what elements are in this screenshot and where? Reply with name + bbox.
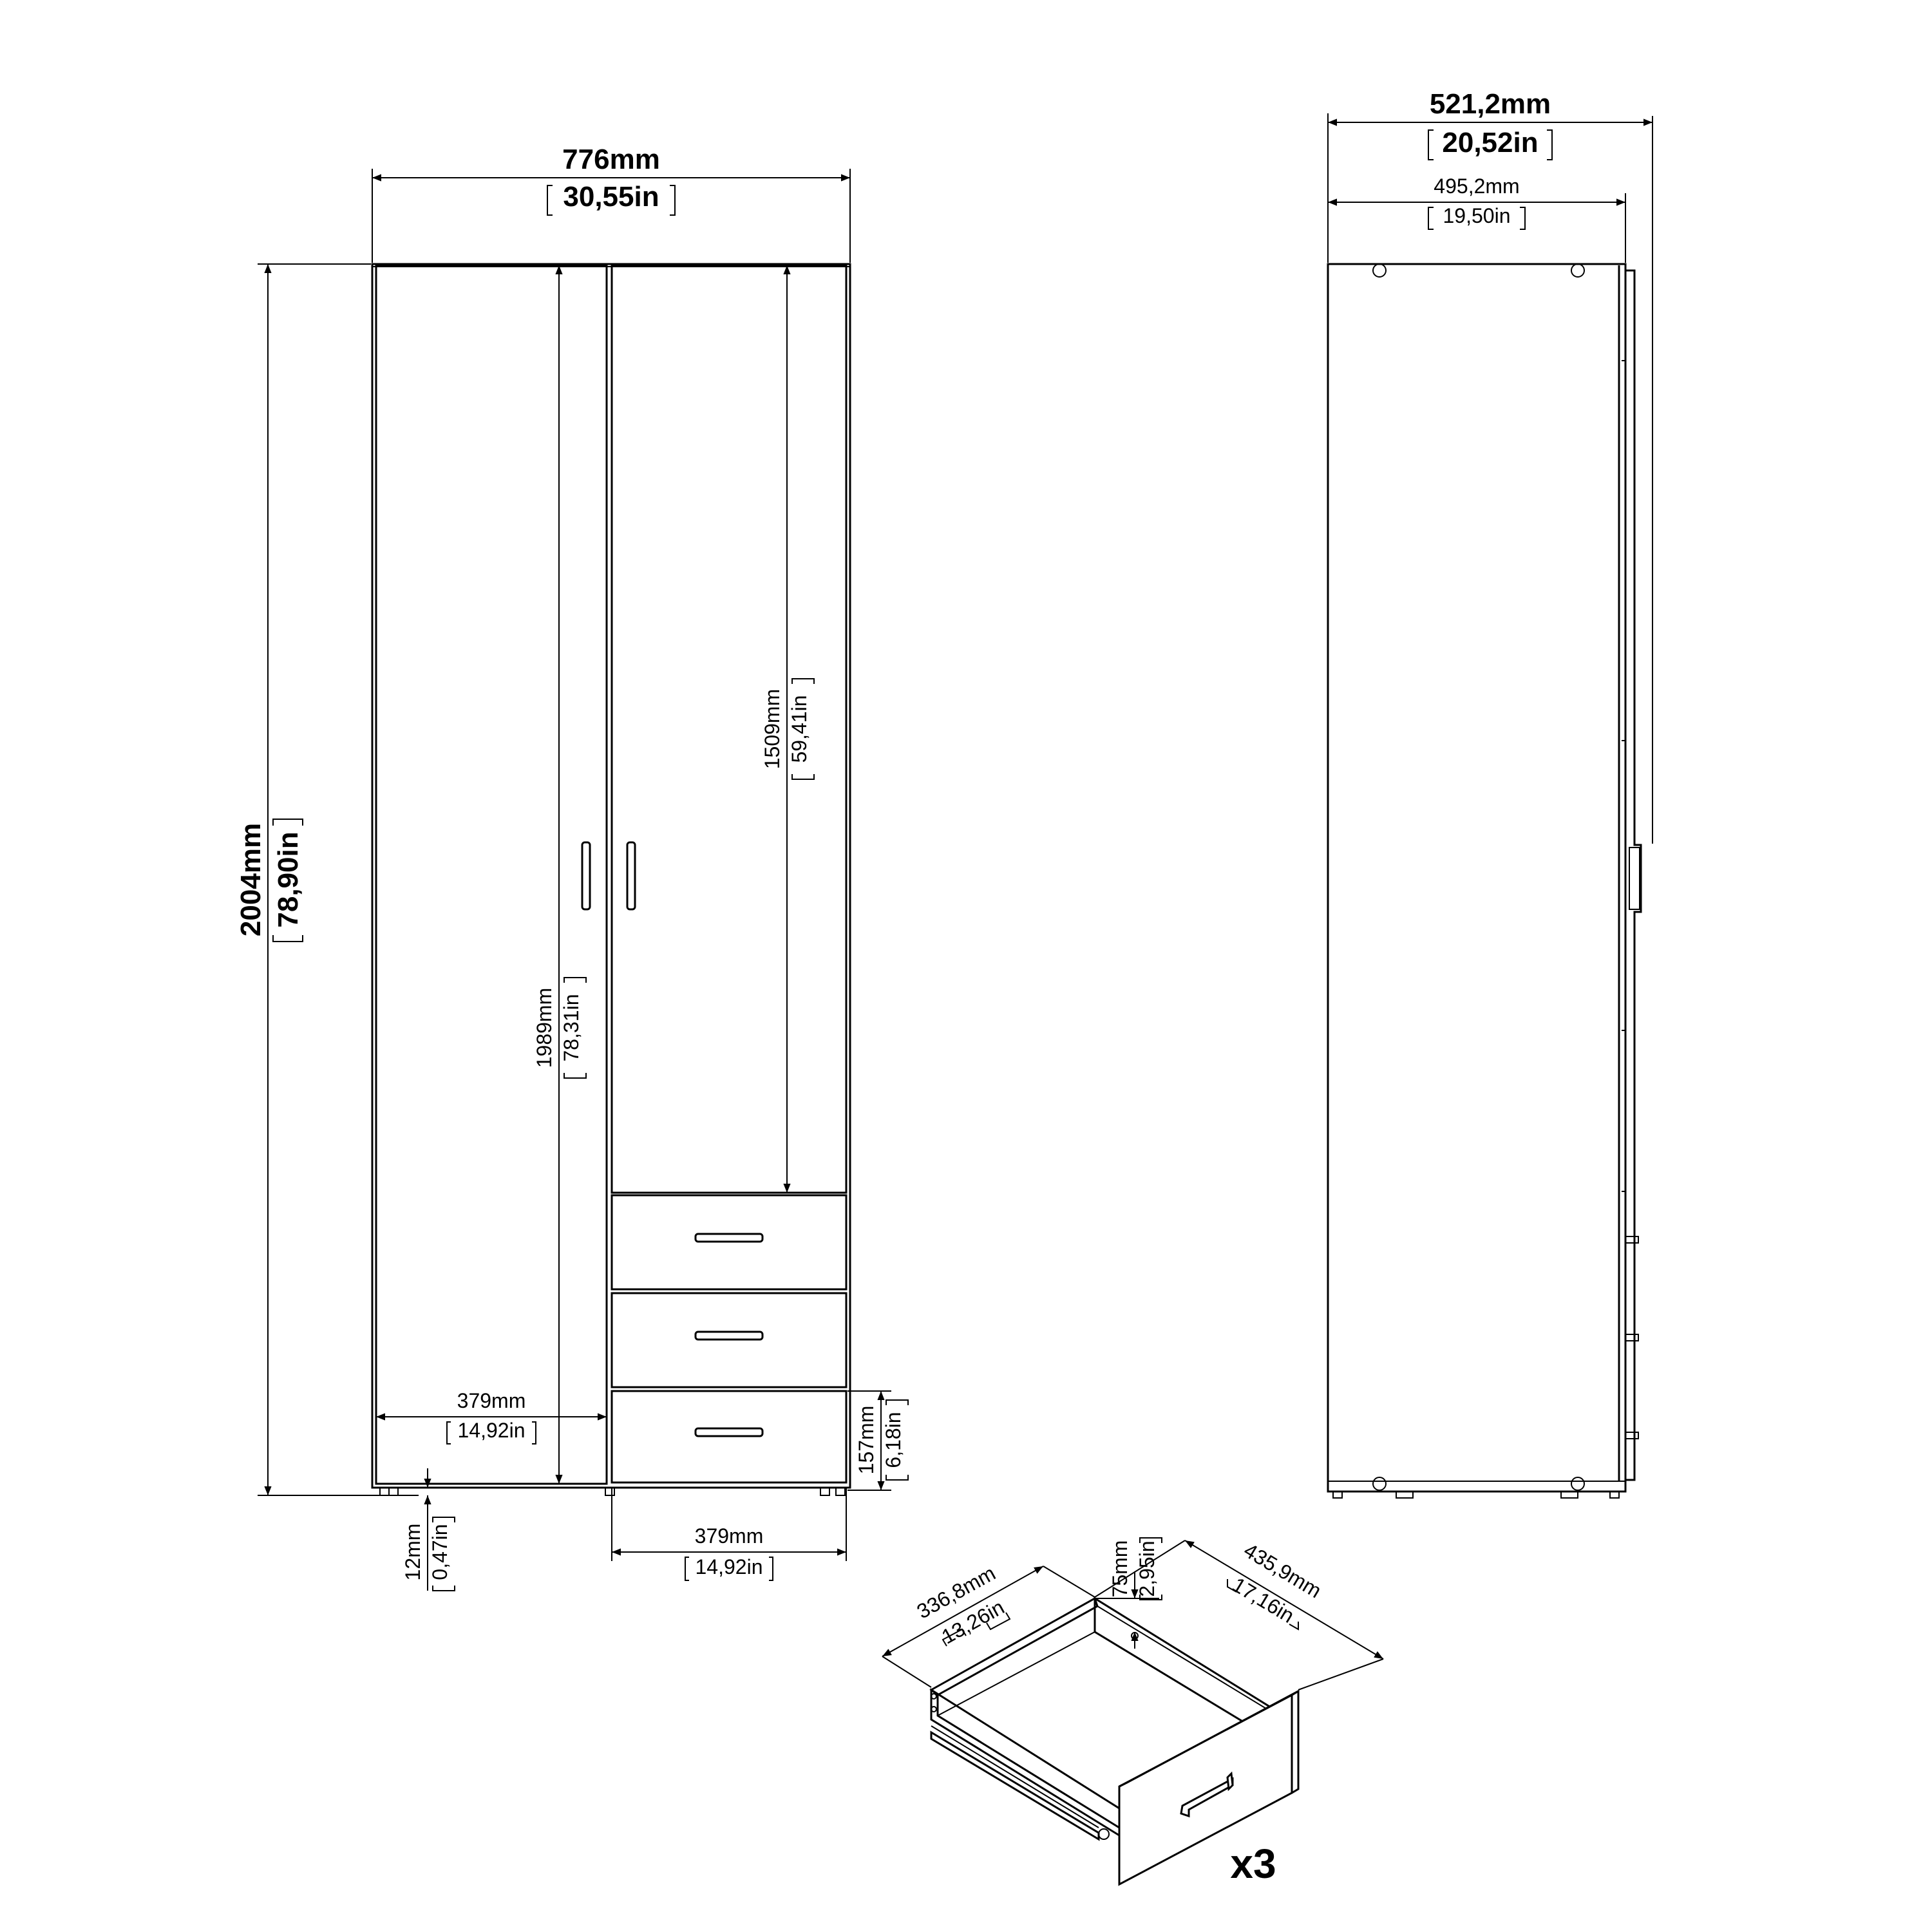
foot — [605, 1487, 615, 1496]
foot-height-mm: 12mm — [401, 1524, 424, 1581]
front-height-mm: 2004mm — [235, 823, 267, 936]
cam-hole — [1372, 263, 1387, 278]
right-door — [611, 264, 848, 1194]
foot-height-in: 0,47in — [428, 1524, 451, 1580]
inner-height-mm: 1989mm — [533, 988, 556, 1068]
foot — [1396, 1491, 1414, 1499]
side-drawer-knob — [1625, 1236, 1639, 1244]
side-handle — [1629, 847, 1640, 910]
door-height-in: 59,41in — [788, 696, 811, 763]
drawer-front-height-in: 6,18in — [882, 1412, 905, 1468]
drawer-front-3 — [611, 1390, 848, 1484]
foot — [1332, 1491, 1343, 1499]
right-width-in: 14,92in — [696, 1555, 763, 1578]
foot — [379, 1487, 390, 1496]
door-height-mm: 1509mm — [761, 689, 784, 770]
right-width-mm: 379mm — [695, 1524, 764, 1548]
foot — [835, 1487, 846, 1496]
left-width-in: 14,92in — [458, 1419, 526, 1442]
front-view: 776mm 30,55in 2004mm 78,90in 1989mm 78,3… — [235, 144, 909, 1591]
side-depth-total-in: 20,52in — [1442, 127, 1538, 158]
drawer-handle-1 — [694, 1233, 764, 1243]
front-width-mm: 776mm — [562, 144, 660, 175]
left-width-mm: 379mm — [457, 1389, 526, 1412]
front-height-in: 78,90in — [272, 831, 304, 927]
side-panel — [1327, 263, 1627, 1493]
drawer-height-mm: 75mm — [1108, 1540, 1132, 1598]
foot — [1560, 1491, 1578, 1499]
drawer-detail: 75mm 2,95in 336,8mm 13,26in 435,9mm 17,1… — [882, 1537, 1384, 1887]
right-door-handle — [626, 841, 636, 911]
drawer-quantity: x3 — [1230, 1841, 1276, 1887]
foot — [388, 1487, 399, 1496]
drawer-front-2 — [611, 1292, 848, 1388]
drawer-front-1 — [611, 1194, 848, 1291]
foot — [1609, 1491, 1620, 1499]
inner-height-in: 78,31in — [560, 994, 583, 1062]
cam-hole — [1372, 1477, 1387, 1491]
foot — [820, 1487, 830, 1496]
side-drawer-knob — [1625, 1334, 1639, 1341]
left-door-handle — [581, 841, 591, 911]
cam-hole — [1571, 263, 1585, 278]
drawer-front-height-mm: 157mm — [855, 1406, 878, 1475]
front-width-in: 30,55in — [563, 181, 659, 213]
side-depth-body-mm: 495,2mm — [1434, 175, 1519, 198]
side-depth-total-mm: 521,2mm — [1430, 88, 1551, 120]
side-depth-body-in: 19,50in — [1443, 204, 1511, 227]
drawer-handle-3 — [694, 1427, 764, 1437]
left-door — [375, 264, 608, 1485]
side-view: 521,2mm 20,52in 495,2mm 19,50in — [1327, 88, 1653, 1499]
cam-hole — [1571, 1477, 1585, 1491]
drawer-handle-2 — [694, 1331, 764, 1341]
side-drawer-knob — [1625, 1432, 1639, 1439]
